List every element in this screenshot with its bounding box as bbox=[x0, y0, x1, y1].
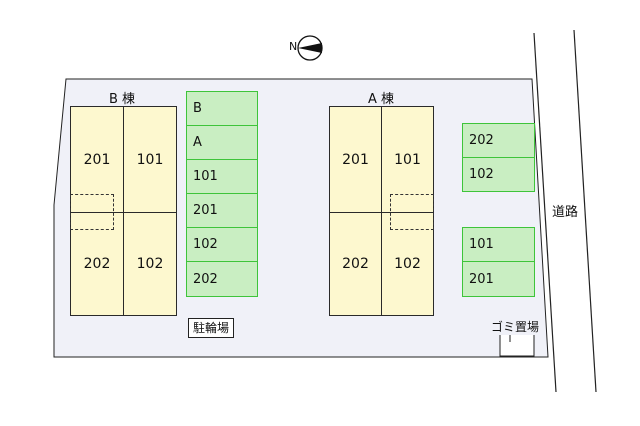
parking-right-top-2: 102 bbox=[462, 157, 535, 192]
building-b-unit-102: 102 bbox=[123, 212, 177, 316]
building-a-entrance bbox=[390, 194, 434, 230]
parking-center-3: 101 bbox=[186, 159, 258, 194]
parking-center-5: 102 bbox=[186, 227, 258, 262]
parking-right-bottom-1: 101 bbox=[462, 227, 535, 262]
garbage-area-label: ゴミ置場 bbox=[490, 318, 541, 335]
building-b-unit-201: 201 bbox=[70, 106, 124, 213]
building-b-unit-101: 101 bbox=[123, 106, 177, 213]
parking-right-top-1: 202 bbox=[462, 123, 535, 158]
garbage-area bbox=[499, 333, 535, 357]
building-b-label: B 棟 bbox=[109, 92, 136, 107]
bicycle-parking-label: 駐輪場 bbox=[188, 318, 235, 338]
road-edge-left bbox=[533, 32, 557, 393]
building-a-unit-202: 202 bbox=[329, 212, 382, 316]
building-a-label: A 棟 bbox=[368, 92, 395, 107]
north-label: N bbox=[289, 40, 298, 53]
building-a-unit-201: 201 bbox=[329, 106, 382, 213]
parking-center-1: B bbox=[186, 91, 258, 126]
parking-right-bottom-2: 201 bbox=[462, 261, 535, 297]
parking-center-4: 201 bbox=[186, 193, 258, 228]
parking-center-2: A bbox=[186, 125, 258, 160]
building-a-unit-101: 101 bbox=[381, 106, 434, 213]
road-label: 道路 bbox=[550, 201, 581, 220]
road-edge-right bbox=[573, 29, 597, 393]
parking-center-6: 202 bbox=[186, 261, 258, 297]
building-b-entrance bbox=[70, 194, 114, 230]
north-arrow-icon bbox=[297, 35, 323, 61]
